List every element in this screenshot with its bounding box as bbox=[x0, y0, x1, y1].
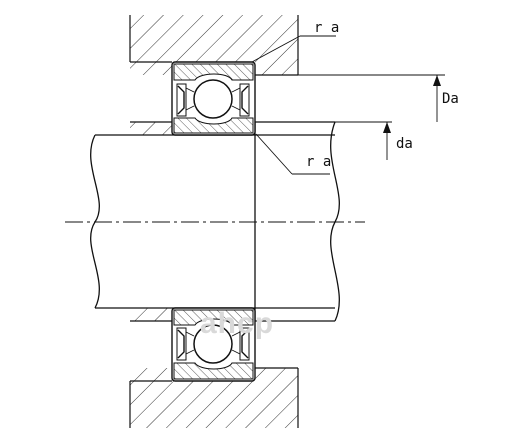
ball-top bbox=[193, 79, 233, 119]
label-Da: Da bbox=[442, 91, 459, 107]
dimension-da: da bbox=[335, 121, 413, 160]
ball-bottom bbox=[193, 324, 233, 364]
watermark-text: ahcp bbox=[200, 307, 274, 340]
label-ra-mid: r a bbox=[306, 154, 331, 170]
shaft-shoulder-bottom bbox=[130, 308, 172, 322]
label-ra-top: r a bbox=[314, 20, 339, 36]
shaft-shoulder-top bbox=[130, 121, 172, 135]
leader-ra-mid: r a bbox=[255, 133, 331, 175]
bearing-top bbox=[171, 61, 256, 136]
dimension-Da: Da bbox=[255, 74, 459, 122]
shaft bbox=[90, 121, 340, 322]
housing-bottom bbox=[129, 367, 299, 428]
label-da: da bbox=[396, 136, 413, 152]
bearing-bottom bbox=[171, 307, 256, 382]
leader-ra-top: r a bbox=[251, 20, 339, 63]
